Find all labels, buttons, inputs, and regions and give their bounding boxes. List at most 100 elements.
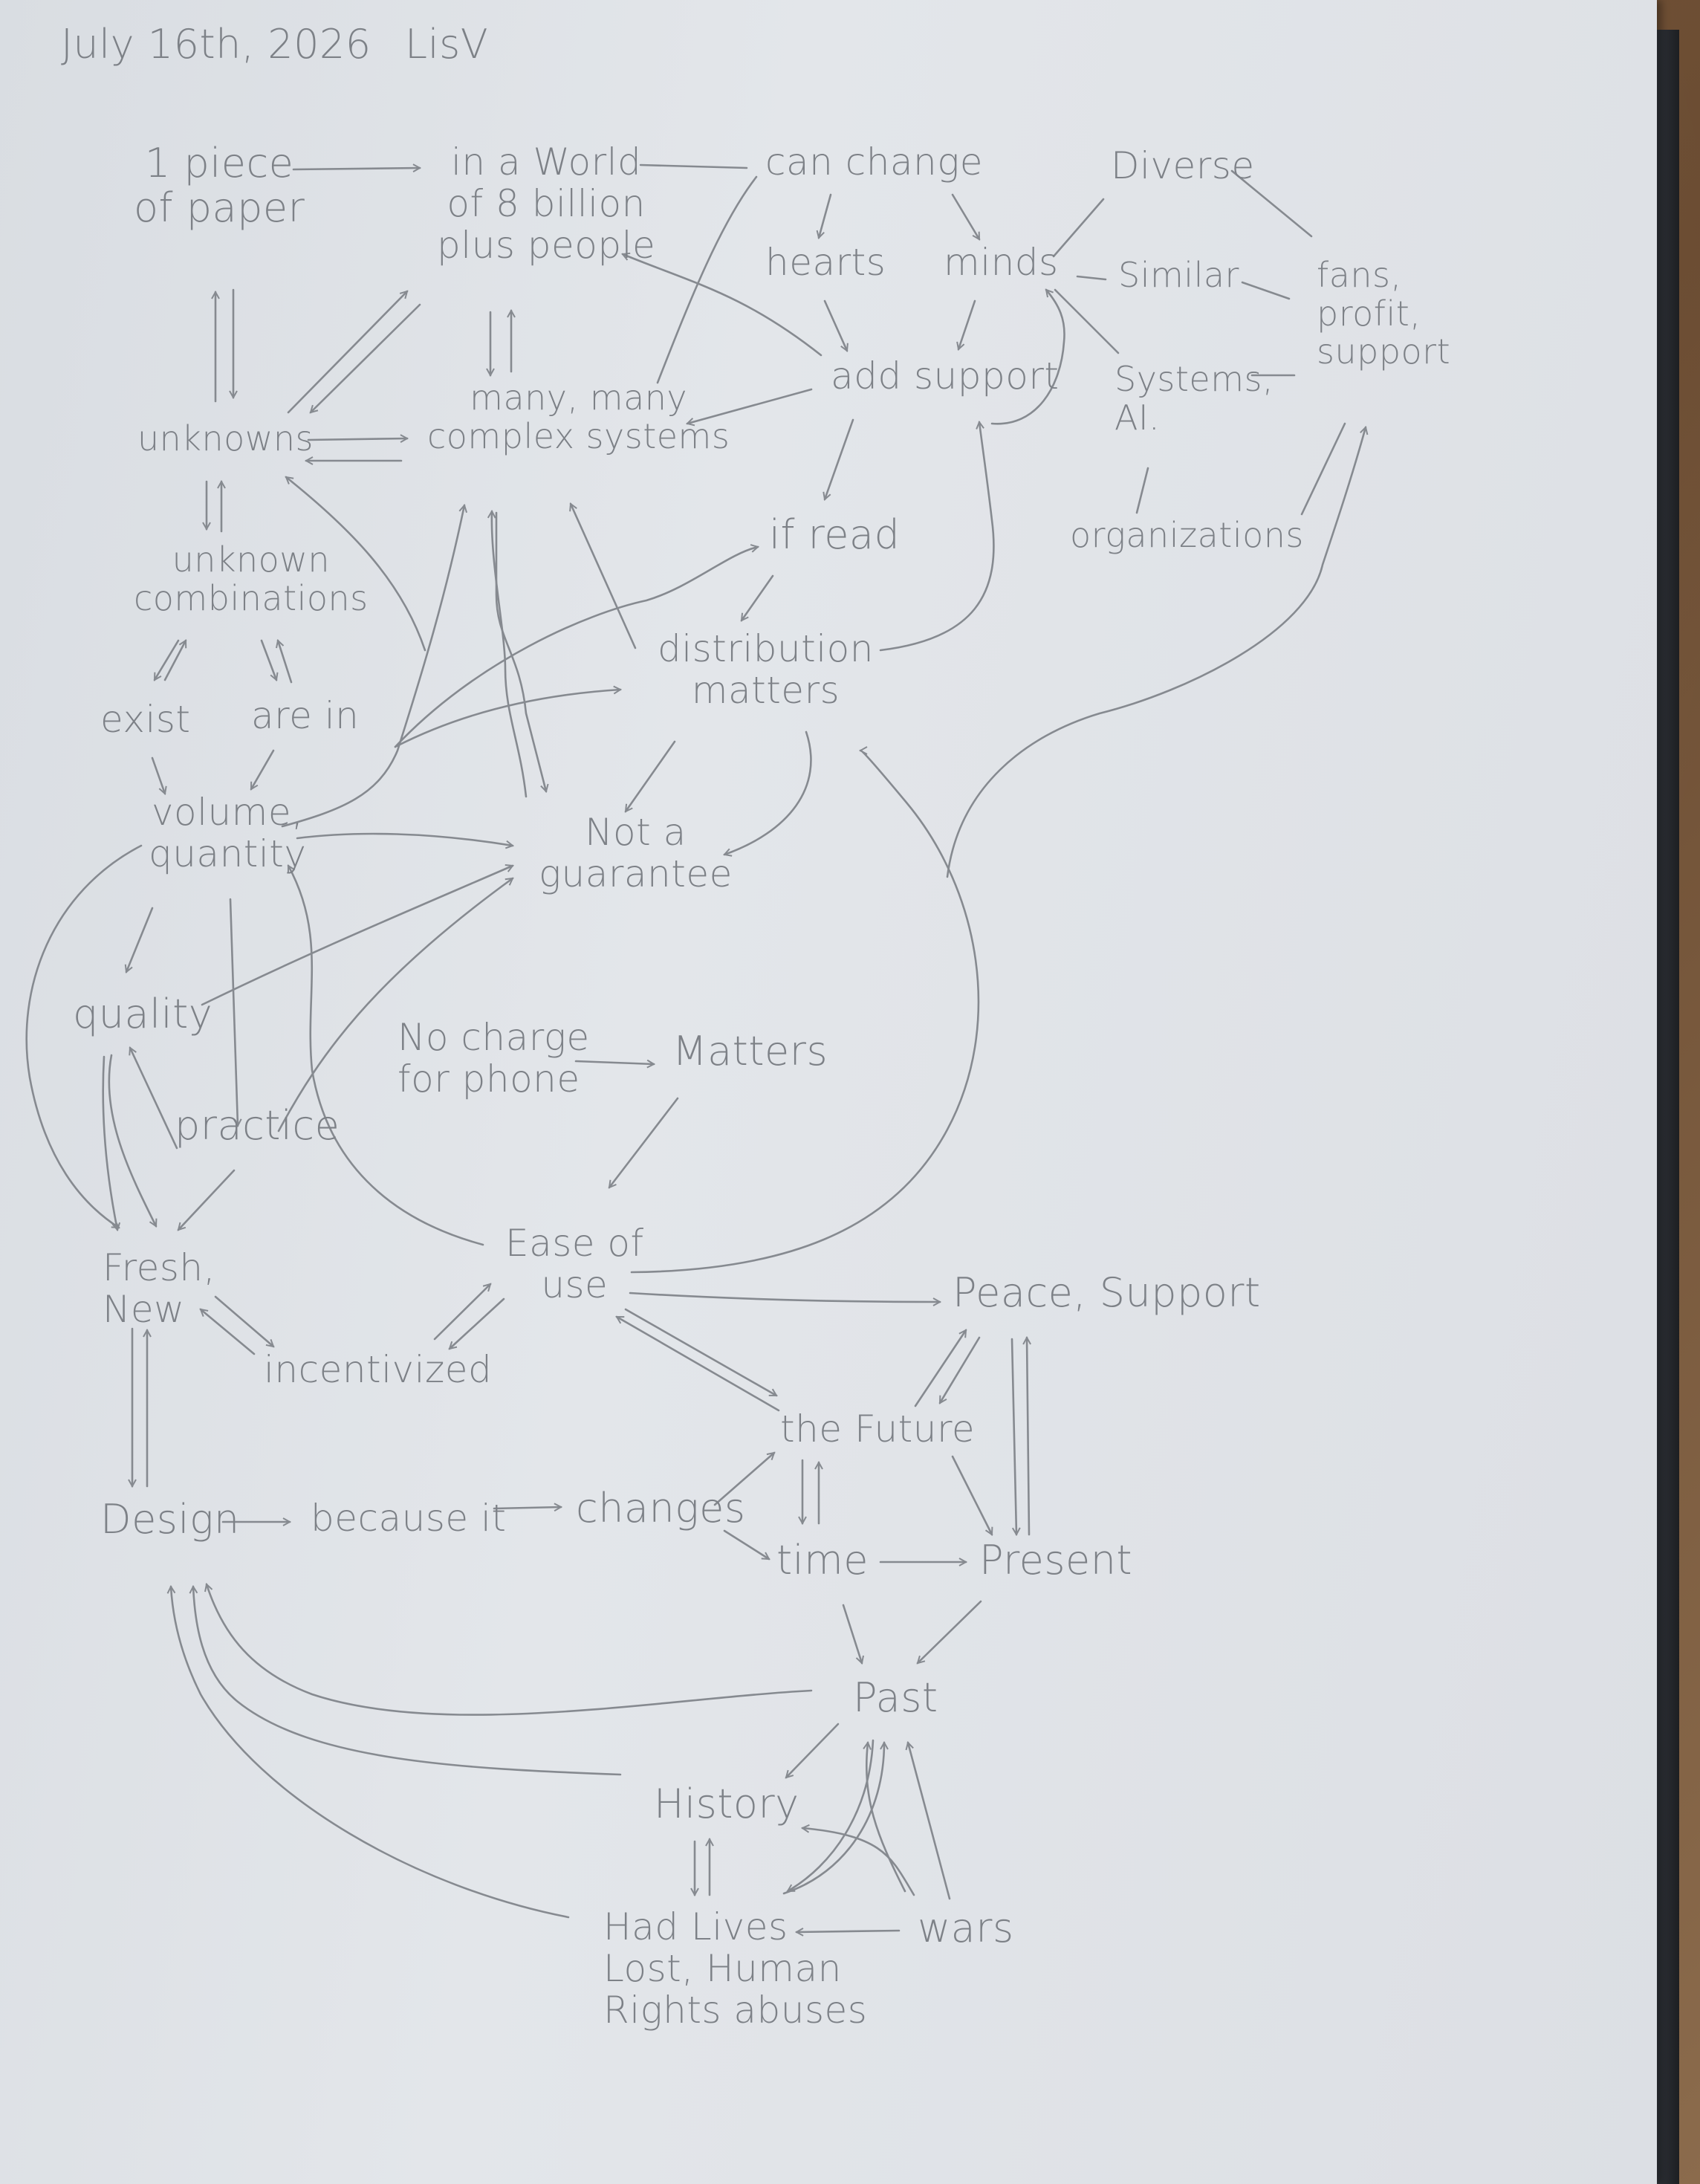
paper-sheet — [0, 0, 1657, 2184]
node-matters: Matters — [672, 1028, 828, 1075]
arrow-unknowns-complex — [307, 438, 407, 440]
arrow-quality-fresh-2 — [102, 1055, 117, 1230]
node-the-future: the Future — [780, 1407, 976, 1451]
arrow-hadlives-past — [782, 1743, 884, 1895]
arrow-ifread-distribution — [740, 574, 774, 620]
arrow-future-present — [951, 1455, 992, 1535]
line-canchange-complex — [656, 175, 758, 384]
node-changes: changes — [576, 1485, 746, 1532]
node-past: Past — [853, 1674, 938, 1721]
line-minds-diverse — [1052, 198, 1105, 258]
arrow-future-ease — [617, 1315, 780, 1412]
line-minds-systems — [1054, 288, 1120, 354]
arrow-ease-loop — [630, 751, 980, 1274]
line-orgs-fans — [1300, 422, 1346, 516]
arrow-minds-addsupport — [958, 299, 976, 349]
node-practice: practice — [175, 1102, 340, 1149]
node-fresh-new: Fresh, New — [103, 1246, 215, 1331]
arrow-fresh-incent — [214, 1295, 273, 1347]
node-had-lives: Had Lives Lost, Human Rights abuses — [603, 1905, 868, 2032]
node-history: History — [654, 1780, 799, 1827]
node-design: Design — [100, 1496, 240, 1543]
arrow-exist-volume — [151, 756, 165, 794]
node-systems-ai: Systems, AI. — [1115, 359, 1274, 438]
arrow-canchange-minds — [951, 193, 981, 239]
arrow-present-peace — [1027, 1338, 1029, 1536]
arrow-future-peace — [914, 1330, 967, 1407]
arrow-incent-ease — [433, 1284, 490, 1341]
arrow-practice-quality — [130, 1048, 178, 1150]
node-diverse: Diverse — [1111, 144, 1255, 187]
line-diverse-fans — [1230, 169, 1313, 238]
node-distribution-matters: distribution matters — [658, 627, 874, 712]
arrow-matters-ease — [608, 1097, 679, 1187]
node-not-a-guarantee: Not a guarantee — [539, 811, 733, 895]
arrow-volume-practice — [229, 898, 238, 1126]
arrow-volume-quality — [126, 907, 154, 972]
line-minds-similar — [1076, 275, 1107, 281]
arrow-past-history — [786, 1723, 840, 1778]
node-if-read: if read — [769, 511, 901, 558]
arrow-notguarantee-complex — [492, 511, 528, 798]
arrow-addsupport-complex — [687, 388, 813, 424]
arrow-changes-future — [713, 1453, 774, 1506]
arrow-practice-notguarantee — [277, 877, 513, 1132]
node-complex-systems: many, many complex systems — [427, 377, 730, 456]
arrow-combos-exist-1 — [153, 639, 180, 680]
arrow-wars-past — [908, 1743, 951, 1900]
arrow-distribution-addsupport — [879, 422, 995, 652]
arrow-hub-distribution — [394, 690, 620, 748]
node-minds: minds — [944, 241, 1059, 284]
arrow-because-changes — [493, 1507, 561, 1509]
arrow-volume-complex — [281, 505, 464, 828]
arrow-wars-history — [802, 1828, 915, 1896]
arrow-combos-exist-2 — [163, 641, 187, 681]
arrow-hadlives-design — [171, 1587, 570, 1919]
node-paper: 1 piece of paper — [134, 140, 305, 232]
line-world-canchange — [639, 163, 748, 169]
arrow-incent-fresh — [201, 1309, 256, 1355]
node-are-in: are in — [251, 694, 360, 737]
line-systems-orgs — [1135, 467, 1149, 514]
node-can-change: can change — [765, 140, 983, 184]
arrow-quality-notguarantee — [201, 866, 513, 1006]
arrow-world-unknowns — [287, 291, 407, 414]
node-similar: Similar — [1118, 255, 1239, 295]
node-wars: wars — [918, 1905, 1014, 1951]
arrow-wars-hadlives — [797, 1931, 901, 1932]
node-because-it: because it — [311, 1497, 507, 1540]
arrow-distribution-notguarantee — [624, 740, 676, 811]
arrow-volume-fresh — [25, 844, 143, 1229]
arrow-ease-incent — [450, 1297, 505, 1349]
node-organizations: organizations — [1070, 515, 1304, 555]
arrow-loop-fans — [946, 427, 1366, 878]
arrow-volume-notguarantee — [296, 832, 513, 846]
arrow-ease-peace — [629, 1292, 940, 1302]
node-fans: fans, profit, support — [1317, 255, 1451, 372]
node-time: time — [776, 1537, 869, 1584]
arrow-volume-unknowns — [286, 476, 426, 652]
line-similar-fans — [1241, 281, 1291, 300]
arrow-unknowns-world — [311, 303, 421, 412]
arrow-distribution-notguarantee-curve — [724, 730, 812, 855]
arrow-history-design — [193, 1587, 622, 1776]
node-hearts: hearts — [765, 241, 886, 284]
node-incentivized: incentivized — [264, 1348, 493, 1391]
arrow-wars-past-2 — [866, 1743, 906, 1893]
node-add-support: add support — [831, 354, 1060, 398]
node-unknowns: unknowns — [137, 418, 314, 458]
arrow-practice-fresh — [178, 1169, 236, 1230]
node-no-charge: No charge for phone — [398, 1016, 590, 1101]
node-quality: quality — [73, 991, 213, 1037]
arrow-ease-future — [624, 1308, 776, 1397]
arrow-combos-arein-2 — [278, 641, 293, 684]
arrow-ease-volume — [287, 866, 484, 1246]
arrow-combos-arein-1 — [260, 639, 276, 680]
arrow-addsupport-minds — [990, 290, 1065, 425]
arrow-present-past — [918, 1600, 982, 1663]
arrow-peace-present — [1010, 1338, 1016, 1535]
node-world: in a World of 8 billion plus people — [437, 140, 656, 267]
node-volume-quantity: volume, quantity — [149, 791, 307, 875]
arrow-addsupport-world — [623, 254, 823, 357]
